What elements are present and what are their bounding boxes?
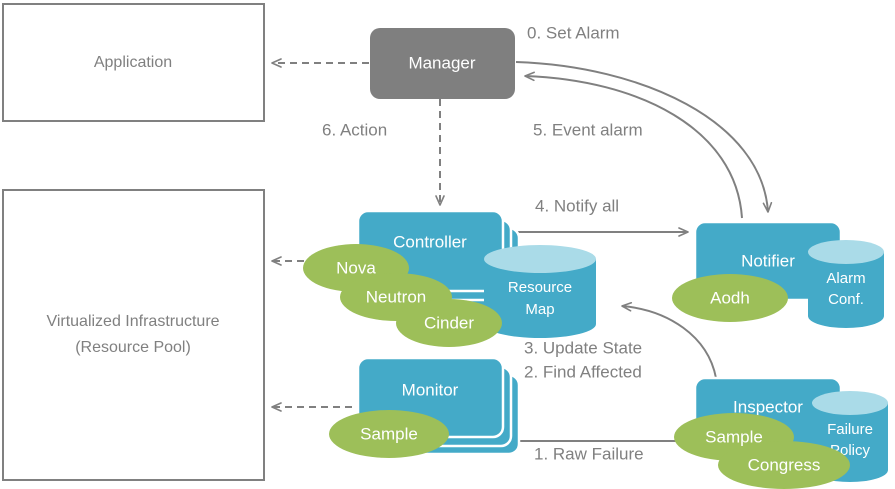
cinder-label: Cinder bbox=[424, 313, 474, 332]
datastore-alarm-conf[interactable]: Alarm Conf. bbox=[808, 240, 884, 328]
edge-event-alarm bbox=[524, 71, 743, 219]
resource-map-label-line1: Resource bbox=[508, 279, 572, 296]
resource-map-label-line2: Map bbox=[525, 301, 554, 318]
notifier-label: Notifier bbox=[741, 251, 795, 270]
edge-label-find-affected: 2. Find Affected bbox=[524, 362, 642, 381]
edge-set-alarm bbox=[515, 61, 773, 213]
application-container: Application bbox=[2, 3, 265, 122]
aodh-label: Aodh bbox=[710, 288, 750, 307]
infrastructure-label-line2: (Resource Pool) bbox=[75, 339, 191, 356]
edge-label-notify-all: 4. Notify all bbox=[535, 196, 619, 215]
manager-label: Manager bbox=[408, 53, 475, 72]
tag-aodh[interactable]: Aodh bbox=[672, 274, 788, 322]
node-manager[interactable]: Manager bbox=[370, 28, 515, 99]
application-label: Application bbox=[94, 54, 172, 71]
edge-label-update-state: 3. Update State bbox=[524, 338, 642, 357]
edge-label-raw-failure: 1. Raw Failure bbox=[534, 444, 644, 463]
edge-label-event-alarm: 5. Event alarm bbox=[533, 120, 643, 139]
infrastructure-container: Virtualized Infrastructure (Resource Poo… bbox=[2, 189, 265, 481]
sample-inspector-label: Sample bbox=[705, 427, 763, 446]
tag-cinder[interactable]: Cinder bbox=[396, 299, 502, 347]
alarm-conf-label-line1: Alarm bbox=[826, 270, 865, 287]
sample-monitor-label: Sample bbox=[360, 424, 418, 443]
controller-label: Controller bbox=[393, 232, 467, 251]
nova-label: Nova bbox=[336, 258, 376, 277]
tag-sample-monitor[interactable]: Sample bbox=[329, 410, 449, 458]
neutron-label: Neutron bbox=[366, 287, 426, 306]
inspector-label: Inspector bbox=[733, 397, 803, 416]
infrastructure-label-line1: Virtualized Infrastructure bbox=[46, 313, 219, 330]
tag-congress[interactable]: Congress bbox=[718, 441, 850, 489]
edge-label-set-alarm: 0. Set Alarm bbox=[527, 23, 620, 42]
edge-label-action: 6. Action bbox=[322, 120, 387, 139]
datastore-resource-map[interactable]: Resource Map bbox=[484, 245, 596, 338]
failure-policy-label-line1: Failure bbox=[827, 421, 873, 438]
alarm-conf-label-line2: Conf. bbox=[828, 291, 864, 308]
edge-update-state bbox=[621, 301, 717, 379]
congress-label: Congress bbox=[748, 455, 821, 474]
monitor-label: Monitor bbox=[402, 380, 459, 399]
